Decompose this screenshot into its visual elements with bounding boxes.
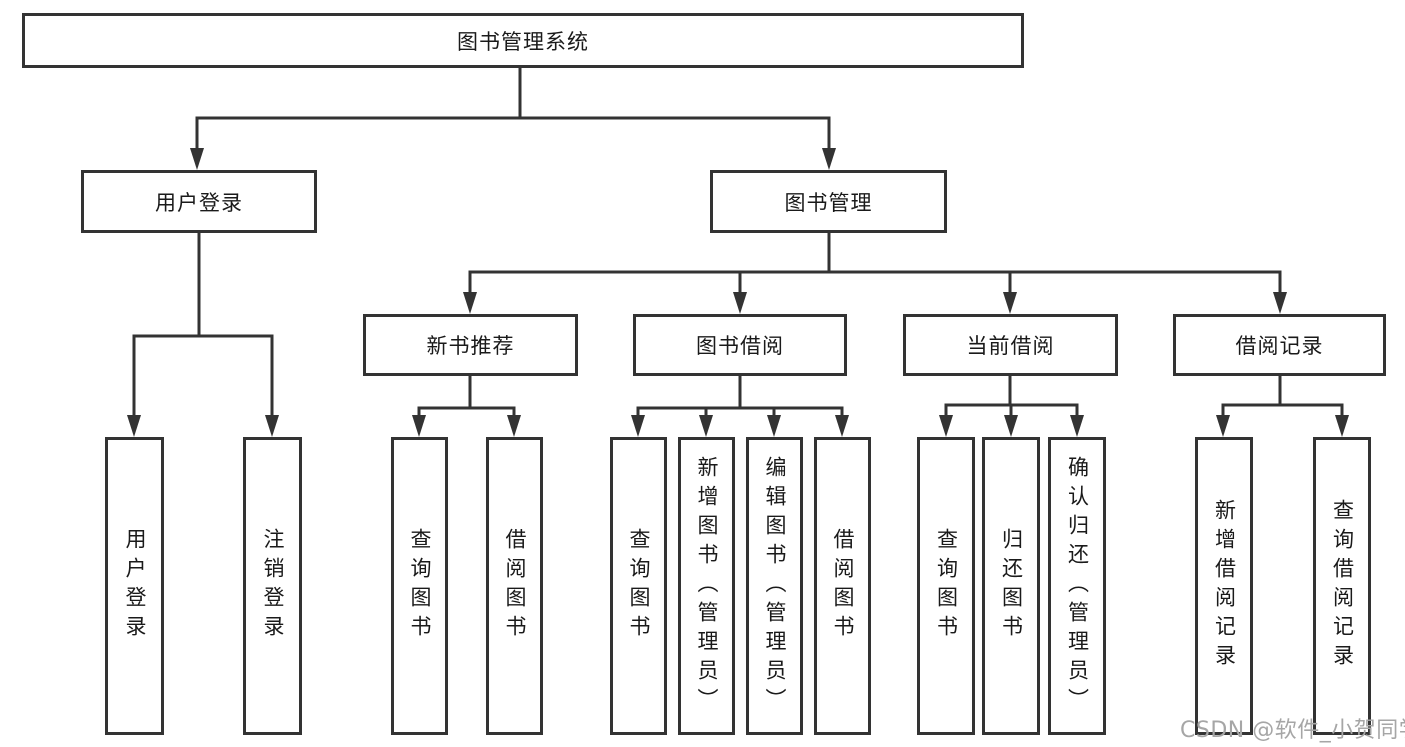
node-label: 新书推荐 [426,334,515,358]
node-label: 图书借阅 [696,334,784,358]
node-label: 新增图书（管理员） [695,455,719,717]
node-leaf-user-login: 用户登录 [105,437,164,735]
node-library-system: 图书管理系统 [22,13,1024,68]
node-label: 借阅图书 [503,528,527,644]
node-label: 编辑图书（管理员） [763,455,787,717]
node-leaf-borrow-books: 借阅图书 [486,437,543,735]
node-leaf-add-borrow-record: 新增借阅记录 [1195,437,1253,735]
node-leaf-query-books-2: 查询图书 [610,437,667,735]
node-label: 图书管理 [784,190,873,215]
node-leaf-logout: 注销登录 [243,437,302,735]
node-label: 注销登录 [261,528,285,644]
node-label: 借阅记录 [1235,334,1324,358]
node-leaf-return-books: 归还图书 [982,437,1040,735]
node-label: 查询借阅记录 [1330,499,1355,673]
node-label: 借阅图书 [831,528,855,644]
node-label: 新增借阅记录 [1212,499,1237,673]
node-label: 用户登录 [123,528,147,644]
node-label: 查询图书 [934,528,959,644]
node-label: 用户登录 [155,190,243,215]
node-user-login: 用户登录 [81,170,317,233]
csdn-watermark: CSDN @软件_小贺同学 [1180,718,1405,743]
node-new-book-recommend: 新书推荐 [363,314,578,376]
node-leaf-add-book-admin: 新增图书（管理员） [678,437,735,735]
node-label: 确认归还（管理员） [1065,455,1090,717]
node-label: 查询图书 [627,528,651,644]
node-label: 归还图书 [999,528,1024,644]
node-leaf-query-books-3: 查询图书 [917,437,975,735]
arrowheads [127,148,1349,437]
node-label: 当前借阅 [966,334,1055,358]
node-leaf-query-books: 查询图书 [391,437,448,735]
node-borrowing-records: 借阅记录 [1173,314,1386,376]
node-label: 图书管理系统 [457,29,589,54]
node-leaf-query-borrow-record: 查询借阅记录 [1313,437,1371,735]
node-book-borrowing: 图书借阅 [633,314,847,376]
node-label: 查询图书 [408,528,432,644]
node-book-management: 图书管理 [710,170,947,233]
node-leaf-confirm-return-admin: 确认归还（管理员） [1048,437,1106,735]
node-leaf-edit-book-admin: 编辑图书（管理员） [746,437,803,735]
node-leaf-borrow-books-2: 借阅图书 [814,437,871,735]
node-current-borrowing: 当前借阅 [903,314,1118,376]
